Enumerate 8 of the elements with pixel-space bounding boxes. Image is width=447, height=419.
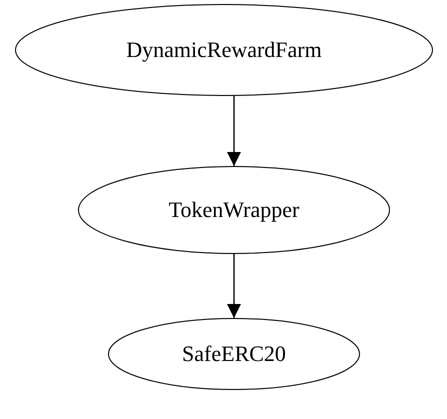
arrow bbox=[227, 96, 241, 166]
ellipse-node bbox=[108, 318, 360, 390]
ellipse-node bbox=[15, 4, 433, 96]
node-label: TokenWrapper bbox=[168, 197, 300, 223]
ellipse-node bbox=[78, 166, 390, 254]
node-label: DynamicRewardFarm bbox=[126, 37, 322, 63]
arrow bbox=[227, 254, 241, 318]
node-label: SafeERC20 bbox=[182, 341, 286, 367]
